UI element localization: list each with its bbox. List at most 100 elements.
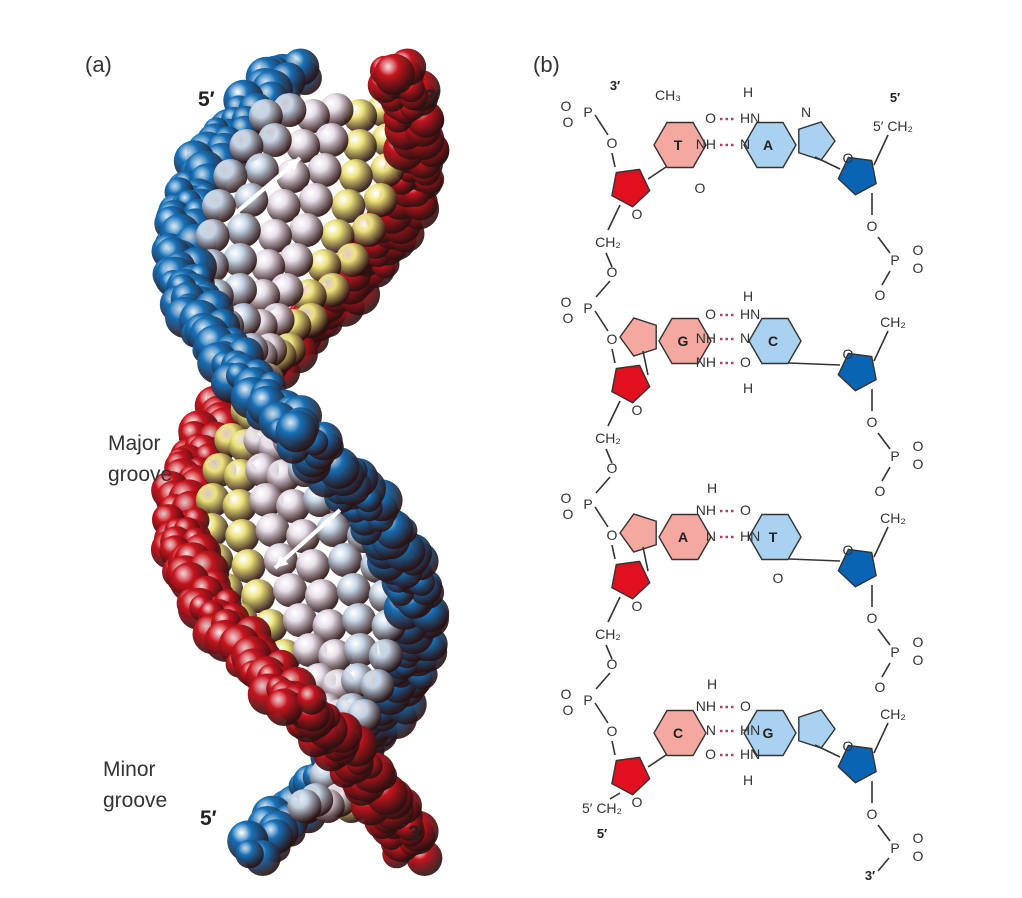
- right-strand-5prime-end: 5′: [890, 90, 900, 105]
- base-atom: [338, 159, 373, 193]
- hydrogen-label: H: [743, 772, 753, 788]
- phosphorus-label: P: [890, 252, 899, 268]
- bond: [607, 204, 621, 231]
- red-strand-atom: [265, 688, 303, 726]
- oxygen-label: O: [913, 848, 924, 864]
- hbond-donor-acceptor-left: O: [705, 306, 716, 322]
- base-atom: [213, 159, 248, 193]
- base-atom: [255, 513, 290, 547]
- left-base-pentagon: [619, 317, 657, 357]
- oxygen-label: O: [913, 456, 924, 472]
- right-deoxyribose-sugar: [837, 744, 877, 784]
- left-base-ring: [658, 513, 712, 561]
- bond: [605, 448, 613, 464]
- red-strand-atom: [296, 684, 327, 715]
- nitrogen-label: N: [801, 104, 811, 120]
- base-atom: [289, 213, 324, 247]
- strand-direction-arrow-up-head: [286, 158, 300, 171]
- helix-bottom-5prime-label: 5′: [200, 807, 217, 830]
- right-base-ring: [743, 121, 797, 169]
- oxygen-label: O: [607, 135, 618, 151]
- hbond-donor-acceptor-right: HN: [740, 746, 760, 762]
- bond: [873, 526, 889, 558]
- base-atom: [286, 519, 321, 553]
- bond: [594, 310, 609, 332]
- helix-bottom-3prime-label: 3′: [408, 822, 425, 845]
- left-base-letter-T: T: [674, 137, 683, 153]
- ch2-label: CH₂: [880, 510, 906, 526]
- base-atom: [307, 153, 342, 187]
- oxygen-label: O: [913, 260, 924, 276]
- hbond-donor-acceptor-right: HN: [740, 306, 760, 322]
- hbond-donor-acceptor-left: NH: [696, 502, 716, 518]
- oxygen-label: O: [561, 686, 572, 702]
- oxygen-label: O: [913, 438, 924, 454]
- base-atom: [312, 609, 347, 643]
- ring-oxygen-label: O: [632, 206, 643, 222]
- phosphorus-label: P: [583, 300, 592, 316]
- oxygen-label: O: [867, 414, 878, 430]
- strand-direction-arrow-down-head: [275, 555, 289, 568]
- base-atom: [328, 543, 363, 577]
- right-base-letter-C: C: [768, 333, 778, 349]
- bond: [611, 348, 616, 364]
- hbond-donor-acceptor-right: N: [740, 330, 750, 346]
- right-base-letter-G: G: [763, 725, 774, 741]
- bond: [873, 722, 889, 754]
- base-atom: [331, 189, 366, 223]
- oxygen-label: O: [875, 483, 886, 499]
- right-base-ring: [743, 709, 797, 757]
- minor-groove-label-line2: groove: [103, 789, 167, 812]
- bond: [594, 114, 609, 136]
- base-atom: [363, 183, 398, 217]
- hbond-donor-acceptor-right: O: [740, 354, 751, 370]
- blue-strand-atom: [235, 839, 264, 869]
- oxygen-label: O: [607, 264, 618, 280]
- panel-b-label: (b): [533, 52, 560, 77]
- right-base-ring: [748, 513, 802, 561]
- base-atom: [195, 483, 230, 517]
- base-atom: [257, 123, 292, 157]
- left-base-pentagon: [619, 513, 657, 553]
- bond: [647, 754, 667, 768]
- carbonyl-oxygen-label: O: [695, 180, 706, 196]
- base-atom: [223, 243, 257, 277]
- right-deoxyribose-sugar: [837, 352, 877, 392]
- major-groove-label-line2: groove: [108, 463, 172, 486]
- base-atom: [304, 579, 339, 613]
- base-atom: [351, 213, 386, 247]
- oxygen-label: O: [607, 331, 618, 347]
- base-atom: [342, 129, 377, 163]
- bond: [605, 644, 613, 660]
- red-strand-atom: [374, 53, 415, 95]
- oxygen-label: O: [875, 287, 886, 303]
- oxygen-label: O: [563, 506, 574, 522]
- phosphorus-label: P: [890, 644, 899, 660]
- bond: [642, 546, 649, 572]
- left-deoxyribose-sugar: [611, 168, 651, 208]
- carbonyl-oxygen-label: O: [773, 570, 784, 586]
- left-deoxyribose-sugar: [611, 364, 651, 404]
- phosphorus-label: P: [583, 496, 592, 512]
- oxygen-label: O: [561, 98, 572, 114]
- oxygen-label: O: [563, 114, 574, 130]
- oxygen-label: O: [875, 679, 886, 695]
- bond: [609, 792, 621, 800]
- left-deoxyribose-sugar: [611, 560, 651, 600]
- bond: [595, 672, 611, 690]
- ch2-label: CH₂: [880, 706, 906, 722]
- hbond-donor-acceptor-left: NH: [696, 698, 716, 714]
- ring-oxygen-label: O: [632, 794, 643, 810]
- bond: [595, 476, 611, 494]
- base-atom: [249, 483, 284, 517]
- right-base-ring: [748, 317, 802, 365]
- hbond-donor-acceptor-left: NH: [696, 354, 716, 370]
- left-base-ring: [658, 317, 712, 365]
- blue-strand-atom: [275, 410, 318, 453]
- left-strand-3prime-end: 3′: [610, 78, 620, 93]
- bond: [877, 628, 891, 646]
- oxygen-label: O: [607, 723, 618, 739]
- oxygen-label: O: [913, 652, 924, 668]
- strand-direction-arrow-down: [273, 508, 342, 570]
